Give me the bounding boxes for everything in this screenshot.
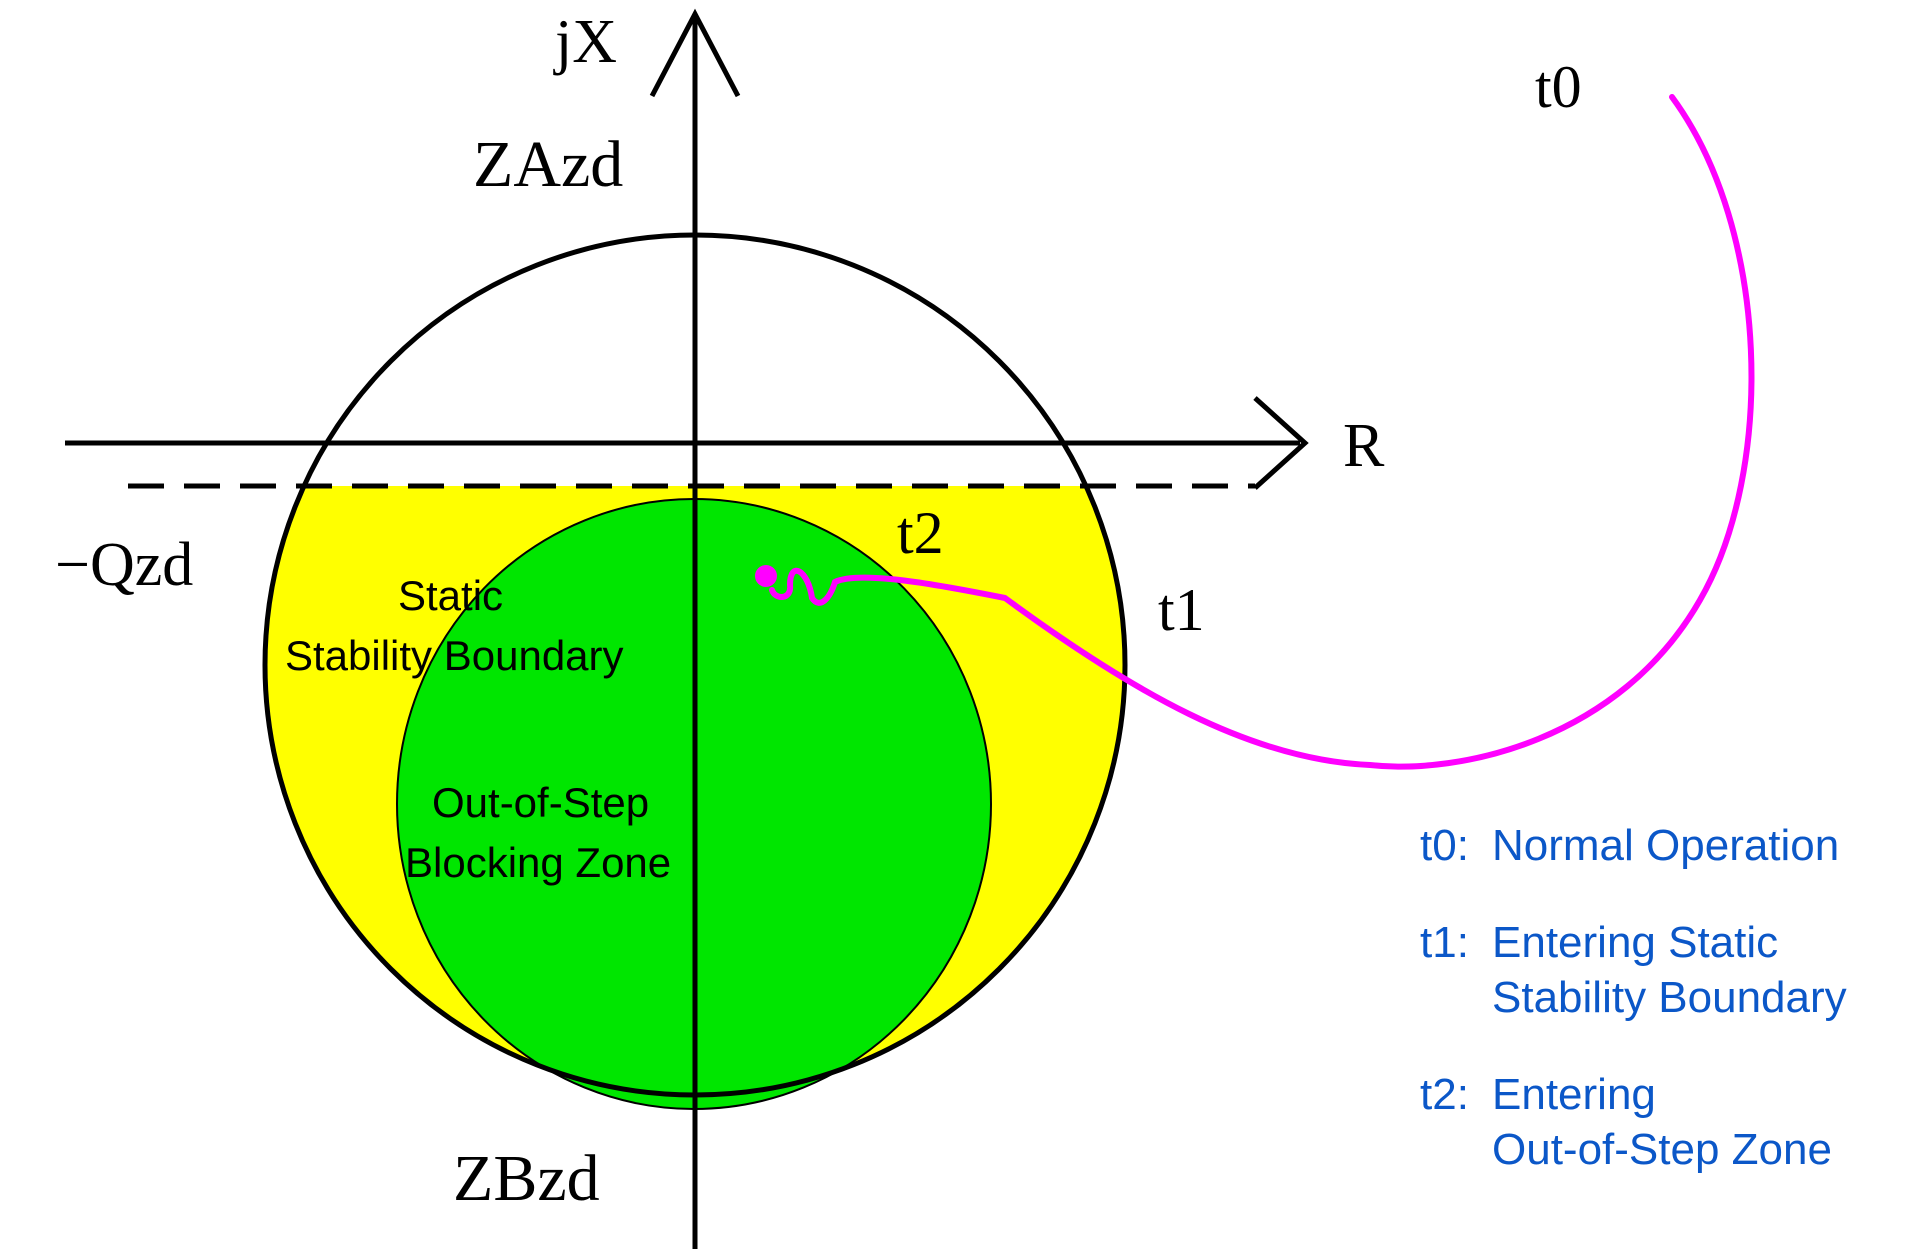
qzd-label: −Qzd (55, 531, 193, 599)
legend-key: t2: (1420, 1070, 1469, 1119)
legend-key: t1: (1420, 918, 1469, 967)
legend-text-line2: Out-of-Step Zone (1492, 1125, 1832, 1174)
static-boundary-label-line2: Stability Boundary (285, 632, 624, 679)
impedance-trajectory (769, 94, 1755, 770)
legend-text-line1: Entering (1492, 1070, 1656, 1119)
oos-zone-label-line1: Out-of-Step (432, 779, 649, 826)
t0-label: t0 (1535, 54, 1582, 120)
legend-key: t0: (1420, 821, 1469, 870)
trajectory-end-dot (755, 565, 777, 587)
legend-item-t0: t0: Normal Operation (1420, 818, 1900, 873)
legend-text-line1: Entering Static (1492, 918, 1779, 967)
static-boundary-label-line1: Static (398, 572, 503, 619)
t1-label: t1 (1158, 577, 1205, 643)
t2-label: t2 (897, 500, 944, 566)
zazd-label: ZAzd (473, 128, 623, 201)
r-axis-label: R (1343, 412, 1385, 480)
jx-axis-label: jX (553, 8, 617, 76)
legend-text-line2: Stability Boundary (1492, 973, 1847, 1022)
zbzd-label: ZBzd (453, 1142, 600, 1215)
legend: t0: Normal Operation t1: Entering Static… (1420, 818, 1900, 1219)
oos-zone-label-line2: Blocking Zone (405, 839, 671, 886)
jx-axis-arrowhead (649, 8, 741, 98)
legend-text-line1: Normal Operation (1492, 821, 1840, 870)
legend-item-t1: t1: Entering Static Stability Boundary (1420, 915, 1900, 1025)
legend-item-t2: t2: Entering Out-of-Step Zone (1420, 1067, 1900, 1177)
r-axis-arrowhead (1253, 396, 1309, 490)
